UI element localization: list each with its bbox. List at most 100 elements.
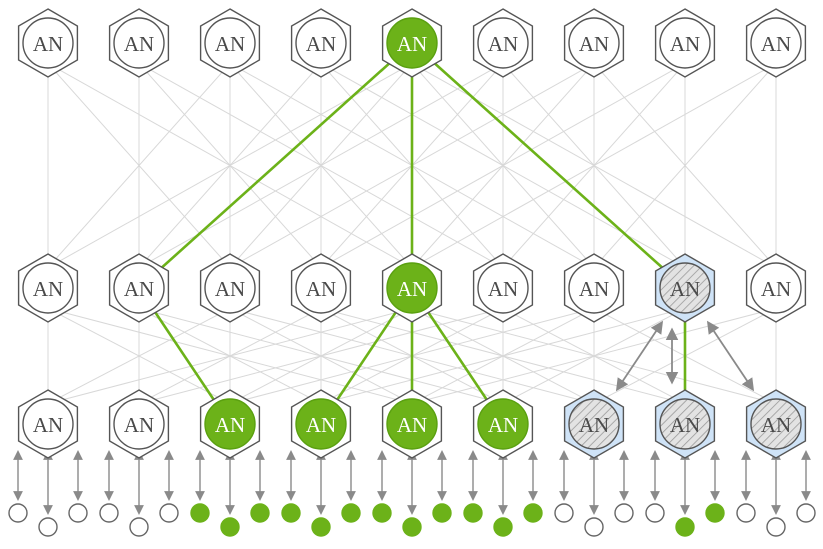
an-node-middle-5: AN [381, 253, 443, 323]
input-nodes [8, 503, 816, 537]
mesh-line [47, 63, 231, 268]
node-circle [568, 262, 620, 314]
input-dot-active [220, 517, 240, 537]
node-circle [113, 17, 165, 69]
node-circle [750, 17, 802, 69]
an-node-middle-2: AN [108, 253, 170, 323]
input-dot-active [281, 503, 301, 523]
input-dot-active [523, 503, 543, 523]
node-circle [659, 17, 711, 69]
node-label: AN [761, 413, 791, 437]
node-label: AN [579, 277, 609, 301]
node-circle [295, 262, 347, 314]
input-dot-idle [129, 517, 149, 537]
node-circle [113, 262, 165, 314]
node-grid: AN AN AN AN AN AN AN AN AN AN AN AN AN AN AN AN AN AN AN AN… [17, 8, 807, 459]
mesh-line [320, 62, 686, 269]
input-dot-idle [38, 517, 58, 537]
an-node-bottom-6: AN [472, 389, 534, 459]
an-node-middle-7: AN [563, 253, 625, 323]
node-circle [295, 398, 347, 450]
node-circle [113, 398, 165, 450]
node-label: AN [215, 413, 245, 437]
node-label: AN [579, 413, 609, 437]
an-node-top-2: AN [108, 8, 170, 78]
node-label: AN [670, 413, 700, 437]
node-circle [477, 262, 529, 314]
an-node-middle-6: AN [472, 253, 534, 323]
node-label: AN [306, 413, 336, 437]
node-circle [750, 262, 802, 314]
an-node-top-8: AN [654, 8, 716, 78]
node-circle [204, 262, 256, 314]
input-dot-active [311, 517, 331, 537]
input-dot-idle [554, 503, 574, 523]
node-circle [386, 17, 438, 69]
node-circle [204, 398, 256, 450]
input-dot-idle [68, 503, 88, 523]
an-node-top-3: AN [199, 8, 261, 78]
node-label: AN [306, 277, 336, 301]
input-dot-active [432, 503, 452, 523]
node-label: AN [124, 277, 154, 301]
node-circle [386, 398, 438, 450]
an-node-middle-4: AN [290, 253, 352, 323]
an-node-middle-8: AN [654, 253, 716, 323]
an-node-bottom-2: AN [108, 389, 170, 459]
an-node-bottom-1: AN [17, 389, 79, 459]
node-circle [204, 17, 256, 69]
an-node-top-6: AN [472, 8, 534, 78]
node-label: AN [33, 32, 63, 56]
input-dot-idle [159, 503, 179, 523]
an-node-middle-3: AN [199, 253, 261, 323]
bidirectional-links [615, 320, 755, 392]
input-dot-idle [645, 503, 665, 523]
node-label: AN [397, 413, 427, 437]
node-circle [295, 17, 347, 69]
mesh-line [411, 62, 777, 269]
bidirectional-arrow [706, 320, 755, 392]
input-dot-active [190, 503, 210, 523]
an-node-bottom-8: AN [654, 389, 716, 459]
an-node-bottom-7: AN [563, 389, 625, 459]
input-dot-idle [766, 517, 786, 537]
bidirectional-arrow [615, 320, 664, 392]
input-dot-idle [736, 503, 756, 523]
input-dot-active [250, 503, 270, 523]
node-label: AN [579, 32, 609, 56]
active-edge [138, 42, 413, 289]
an-node-bottom-5: AN [381, 389, 443, 459]
node-label: AN [670, 277, 700, 301]
node-circle [477, 398, 529, 450]
node-label: AN [761, 32, 791, 56]
active-edge [411, 42, 686, 289]
node-circle [750, 398, 802, 450]
input-dot-active [402, 517, 422, 537]
an-node-middle-1: AN [17, 253, 79, 323]
mesh-line [47, 307, 413, 405]
node-label: AN [488, 277, 518, 301]
an-node-top-7: AN [563, 8, 625, 78]
an-node-middle-9: AN [745, 253, 807, 323]
input-dot-idle [99, 503, 119, 523]
node-label: AN [397, 277, 427, 301]
node-label: AN [306, 32, 336, 56]
an-node-top-9: AN [745, 8, 807, 78]
an-node-top-5: AN [381, 8, 443, 78]
node-label: AN [33, 413, 63, 437]
mesh-line [138, 307, 504, 405]
node-label: AN [397, 32, 427, 56]
input-dot-active [493, 517, 513, 537]
node-label: AN [670, 32, 700, 56]
node-label: AN [488, 32, 518, 56]
node-circle [659, 398, 711, 450]
mesh-line [47, 307, 231, 405]
node-label: AN [124, 413, 154, 437]
node-circle [568, 398, 620, 450]
node-circle [386, 262, 438, 314]
node-label: AN [215, 277, 245, 301]
node-label: AN [761, 277, 791, 301]
input-dot-idle [584, 517, 604, 537]
node-circle [22, 262, 74, 314]
input-dot-active [372, 503, 392, 523]
